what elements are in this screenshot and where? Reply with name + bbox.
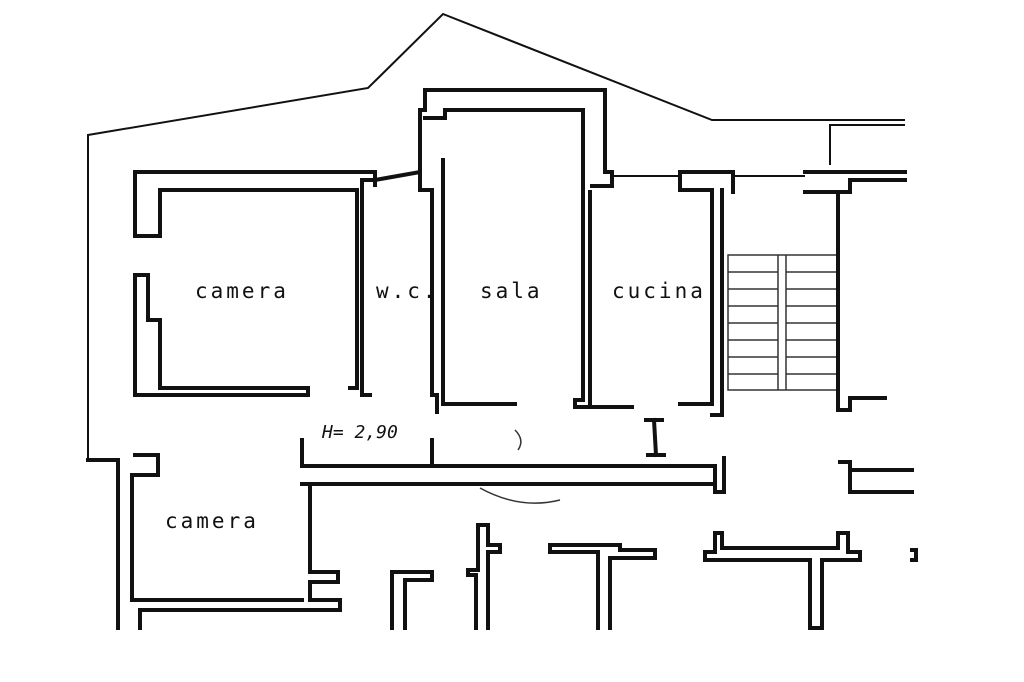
door-swings [479,429,561,504]
room-label-camera-2: camera [165,509,259,533]
room-cucina-walls [678,170,724,417]
room-camera-1-walls [133,188,359,397]
room-label-sala: sala [480,279,543,303]
ceiling-height-label: H= 2,90 [321,422,398,443]
room-sala-walls [441,158,634,409]
room-wc-walls [360,169,439,414]
stairwell-walls [836,190,887,412]
room-label-cucina: cucina [612,279,706,303]
room-label-camera-1: camera [195,279,289,303]
room-label-wc: w.c. [376,279,439,303]
lower-walls [390,523,918,630]
exterior-walls [133,88,907,238]
room-camera-2-walls [86,453,342,630]
corridor-walls [300,417,914,494]
site-boundary [87,12,905,460]
staircase [727,254,839,391]
